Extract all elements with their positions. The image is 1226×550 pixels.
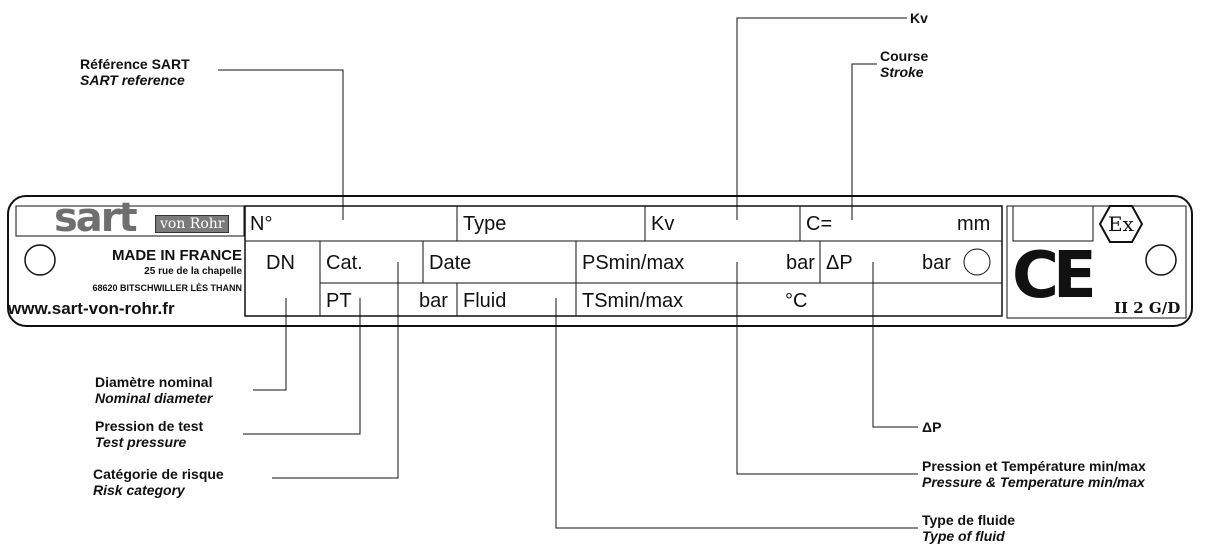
field-fluid-label: Fluid (463, 290, 507, 312)
delta-p-indicator (963, 248, 991, 276)
field-ps-unit: bar (786, 252, 815, 274)
annotation-kv-fr: Kv (910, 10, 928, 26)
plate-outline (7, 195, 1193, 327)
field-ts-minmax-label: TSmin/max (582, 290, 684, 312)
annotation-pressure-temperature: Pression et Température min/max Pressure… (922, 458, 1146, 490)
field-ts-unit: °C (785, 290, 808, 312)
mounting-hole-left (24, 244, 56, 276)
annotation-sart-reference: Référence SART SART reference (80, 56, 190, 88)
annotation-sart-reference-en: SART reference (80, 72, 185, 88)
street-address: 25 rue de la chapelle (144, 266, 242, 277)
ex-mark: Ex (1108, 212, 1134, 236)
field-pt-unit: bar (419, 290, 448, 312)
annotation-fluid-type: Type de fluide Type of fluid (922, 512, 1015, 544)
field-pt-label: PT (326, 290, 352, 312)
field-category-label: Cat. (326, 252, 363, 274)
annotation-risk-category: Catégorie de risque Risk category (93, 466, 224, 498)
annotation-delta-p-fr: ΔP (922, 419, 942, 435)
field-stroke-label: C= (806, 213, 833, 235)
annotation-test-pressure-fr: Pression de test (95, 418, 204, 434)
leader-lines (218, 17, 918, 529)
field-table (244, 205, 1003, 317)
annotation-pressure-temperature-en: Pressure & Temperature min/max (922, 474, 1145, 490)
ex-hexagon (1098, 205, 1144, 243)
annotation-test-pressure-en: Test pressure (95, 434, 187, 450)
logo-frame (15, 205, 245, 237)
city-address: 68620 BITSCHWILLER LÈS THANN (92, 283, 242, 293)
annotation-fluid-type-fr: Type de fluide (922, 512, 1016, 528)
field-dn-label: DN (266, 252, 295, 274)
field-number-label: N° (250, 213, 273, 235)
sart-logo: sart (54, 195, 138, 241)
annotation-nominal-diameter-fr: Diamètre nominal (95, 374, 213, 390)
cert-frame (1006, 205, 1187, 319)
annotation-nominal-diameter-en: Nominal diameter (95, 390, 213, 406)
field-kv-label: Kv (651, 213, 675, 235)
mounting-hole-right (1145, 244, 1177, 276)
field-delta-p-label: ΔP (826, 252, 853, 274)
field-type-label: Type (463, 213, 507, 235)
annotation-fluid-type-en: Type of fluid (922, 528, 1005, 544)
field-date-label: Date (429, 252, 472, 274)
field-delta-p-unit: bar (922, 252, 951, 274)
atex-marking: II 2 G/D (1114, 299, 1181, 317)
annotation-delta-p: ΔP (922, 419, 941, 435)
annotation-pressure-temperature-fr: Pression et Température min/max (922, 458, 1146, 474)
annotation-sart-reference-fr: Référence SART (80, 56, 190, 72)
annotation-stroke-en: Stroke (880, 64, 924, 80)
ce-mark: CE (1012, 239, 1097, 313)
annotation-risk-category-en: Risk category (93, 482, 185, 498)
annotation-test-pressure: Pression de test Test pressure (95, 418, 203, 450)
website-link[interactable]: www.sart-von-rohr.fr (8, 299, 175, 318)
annotation-risk-category-fr: Catégorie de risque (93, 466, 224, 482)
field-stroke-unit: mm (957, 213, 991, 235)
annotation-stroke-fr: Course (880, 48, 929, 64)
annotation-stroke: Course Stroke (880, 48, 928, 80)
made-in-france: MADE IN FRANCE (112, 247, 242, 264)
annotation-nominal-diameter: Diamètre nominal Nominal diameter (95, 374, 212, 406)
field-ps-minmax-label: PSmin/max (582, 252, 685, 274)
von-rohr-logo: von Rohr (155, 215, 230, 233)
cert-blank-box (1012, 205, 1094, 242)
annotation-kv: Kv (910, 10, 928, 26)
